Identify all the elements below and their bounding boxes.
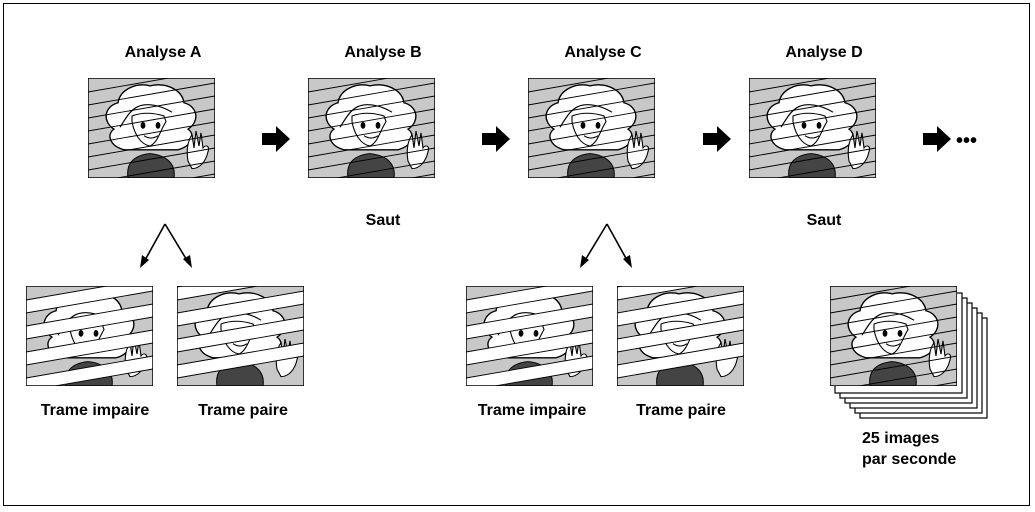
analysis-b-skip-label: Saut	[365, 212, 401, 229]
arrowhead-icon	[580, 255, 589, 268]
arrow-right-icon	[703, 126, 731, 152]
even-field-picture-a	[177, 265, 304, 386]
arrow-right-icon	[262, 126, 290, 152]
analysis-b-title: Analyse B	[344, 44, 422, 61]
analysis-d-skip-label: Saut	[806, 212, 842, 229]
analysis-b-picture	[308, 70, 435, 196]
frame-rate-line-2: par seconde	[862, 451, 957, 468]
analysis-d-title: Analyse D	[785, 44, 863, 61]
frame-rate-line-1: 25 images	[862, 430, 940, 447]
analysis-a-picture	[88, 70, 215, 196]
arrow-right-icon	[482, 126, 510, 152]
split-arrows-c	[583, 223, 629, 263]
continuation-dots: •••	[956, 130, 977, 152]
even-field-picture-c	[617, 265, 744, 386]
odd-field-picture-c	[466, 278, 593, 391]
frame-stack-icon	[830, 278, 988, 419]
odd-field-label-a: Trame impaire	[40, 402, 150, 419]
diagram-border	[3, 3, 1030, 506]
split-arrows-a	[143, 223, 189, 263]
arrowhead-icon	[623, 255, 632, 268]
analysis-c-picture	[528, 70, 655, 196]
even-field-label-c: Trame paire	[636, 402, 726, 419]
even-field-label-a: Trame paire	[198, 402, 288, 419]
analysis-c-title: Analyse C	[564, 44, 642, 61]
analysis-d-picture	[749, 70, 876, 196]
frame-rate-label: 25 images par seconde	[862, 428, 956, 470]
analysis-a-title: Analyse A	[124, 44, 202, 61]
arrowhead-icon	[183, 255, 192, 268]
odd-field-label-c: Trame impaire	[477, 402, 587, 419]
arrowhead-icon	[140, 255, 149, 268]
odd-field-picture-a	[26, 278, 153, 391]
arrow-right-icon	[923, 126, 951, 152]
